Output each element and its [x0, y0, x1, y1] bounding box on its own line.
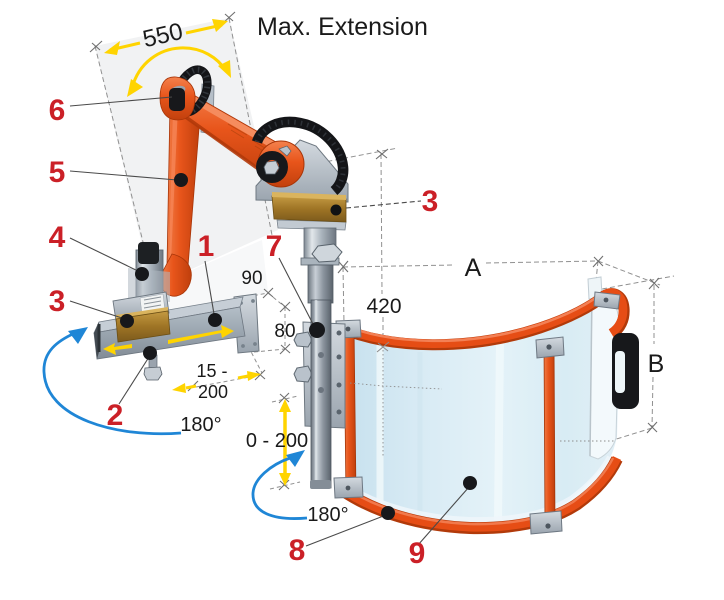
- svg-text:A: A: [465, 254, 482, 282]
- svg-text:8: 8: [289, 534, 306, 567]
- svg-text:200: 200: [198, 382, 228, 402]
- svg-text:5: 5: [49, 156, 66, 189]
- svg-text:3: 3: [422, 185, 439, 218]
- svg-text:80: 80: [274, 321, 295, 342]
- svg-text:180°: 180°: [307, 504, 348, 526]
- svg-text:9: 9: [409, 537, 426, 570]
- svg-text:1: 1: [198, 230, 215, 263]
- svg-text:90: 90: [241, 268, 262, 289]
- svg-text:4: 4: [49, 221, 66, 254]
- svg-text:0 - 200: 0 - 200: [246, 430, 308, 452]
- svg-text:Max. Extension: Max. Extension: [257, 13, 428, 41]
- svg-text:15 -: 15 -: [196, 361, 227, 381]
- svg-text:B: B: [648, 350, 665, 378]
- svg-text:420: 420: [366, 295, 401, 318]
- svg-text:6: 6: [49, 94, 66, 127]
- svg-text:7: 7: [266, 230, 283, 263]
- svg-text:180°: 180°: [180, 414, 221, 436]
- svg-text:3: 3: [49, 285, 66, 318]
- svg-text:2: 2: [107, 399, 124, 432]
